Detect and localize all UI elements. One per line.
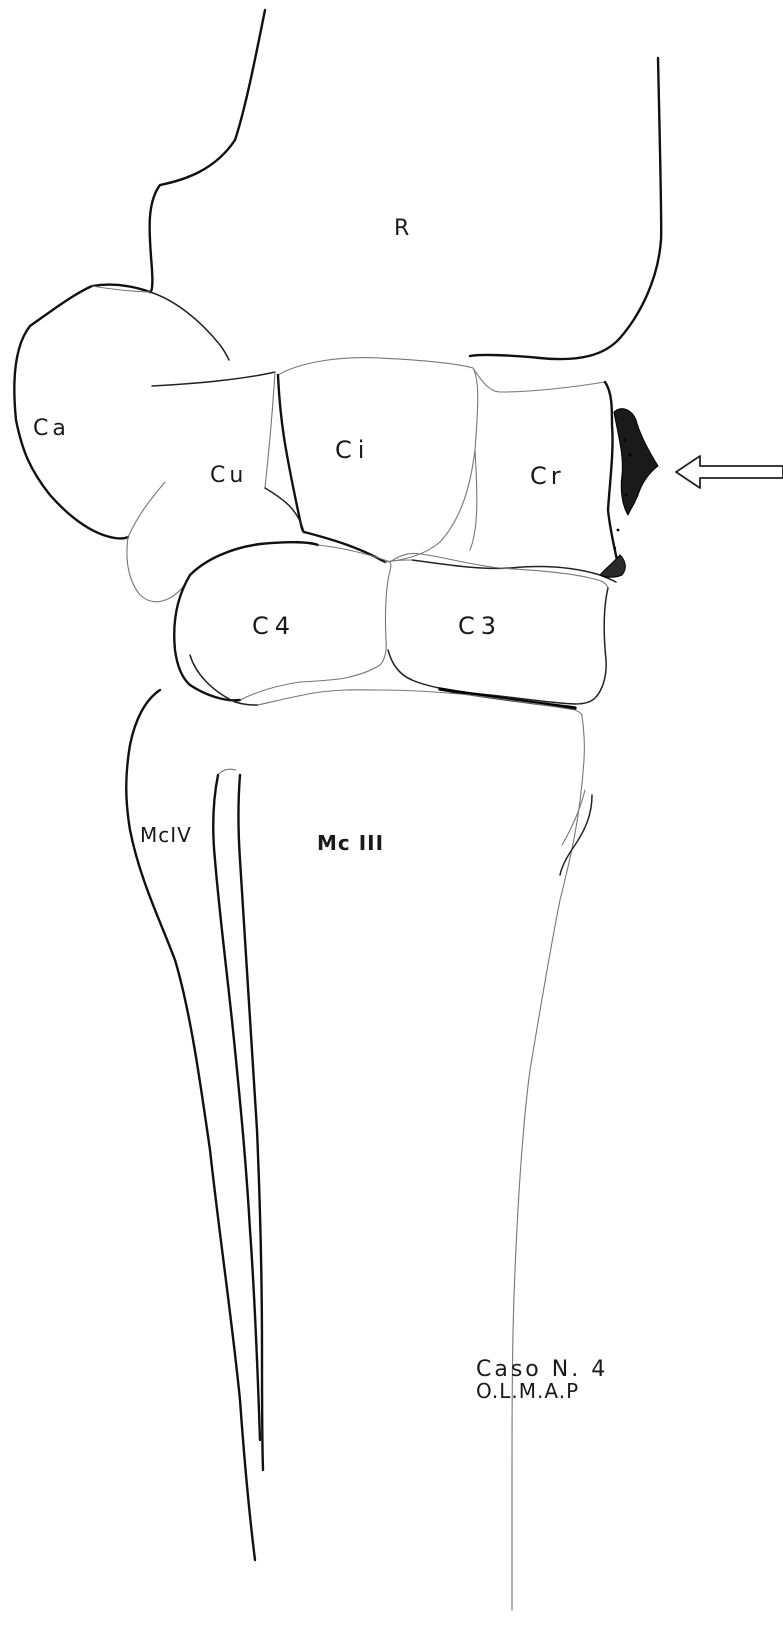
label-ulnar-carpal: Cu	[210, 465, 247, 487]
label-radius: R	[394, 218, 409, 240]
second-metacarpal-edge	[560, 790, 592, 875]
label-fourth-carpal: C4	[252, 614, 296, 638]
label-third-carpal: C3	[458, 614, 502, 638]
intermediate-carpal-bone	[265, 358, 478, 562]
accessory-carpal-bone	[14, 285, 150, 539]
label-radial-carpal: Cr	[530, 464, 565, 488]
label-accessory-carpal: Ca	[33, 418, 70, 440]
label-fourth-metacarpal: McIV	[140, 825, 192, 845]
third-metacarpal-bone	[218, 760, 584, 1610]
label-intermediate-carpal: Ci	[335, 438, 370, 462]
caption-institution: O.L.M.A.P	[476, 1381, 608, 1402]
label-third-metacarpal: Mc III	[317, 833, 384, 853]
arrow-left-icon	[676, 456, 783, 488]
fourth-metacarpal-bone	[126, 690, 260, 1560]
radius-bone	[150, 10, 662, 386]
ulnar-carpal-bone	[127, 372, 275, 602]
figure-caption: Caso N. 4 O.L.M.A.P	[476, 1358, 608, 1402]
radial-carpal-bone	[385, 368, 618, 582]
caption-case-number: Caso N. 4	[476, 1358, 608, 1381]
